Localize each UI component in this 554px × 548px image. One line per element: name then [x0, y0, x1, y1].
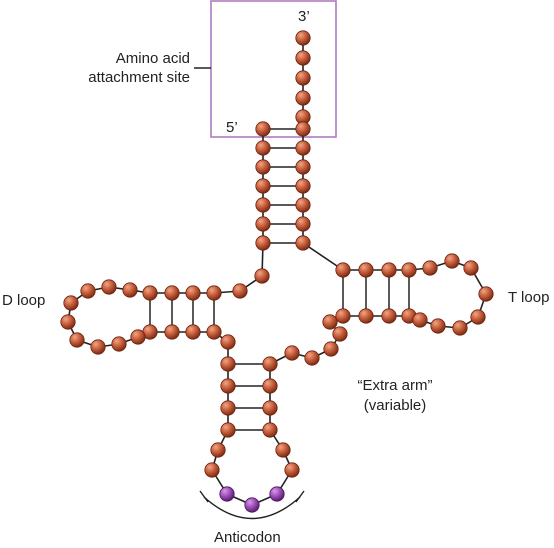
nucleotide [220, 422, 236, 438]
nucleotide [63, 295, 79, 311]
nucleotide [295, 159, 311, 175]
nucleotide [255, 121, 271, 137]
nucleotide [422, 260, 438, 276]
nucleotide [255, 159, 271, 175]
nucleotide [60, 314, 76, 330]
amino-acid-site-label-line2: attachment site [88, 69, 190, 86]
nucleotide [284, 345, 300, 361]
t-loop-label: T loop [508, 289, 550, 306]
nucleotide [206, 285, 222, 301]
nucleotide [295, 70, 311, 86]
nucleotide [101, 279, 117, 295]
nucleotide [204, 462, 220, 478]
nucleotide [444, 253, 460, 269]
amino-acid-site-box [210, 0, 337, 138]
nucleotide [185, 324, 201, 340]
nucleotide [206, 324, 222, 340]
nucleotide [80, 283, 96, 299]
extra-arm-label-line2: (variable) [363, 397, 427, 414]
nucleotide [255, 178, 271, 194]
nucleotide [255, 235, 271, 251]
nucleotide [164, 324, 180, 340]
nucleotide [335, 308, 351, 324]
anticodon-bracket [199, 490, 305, 520]
nucleotide [295, 140, 311, 156]
nucleotide [358, 262, 374, 278]
nucleotide [262, 400, 278, 416]
nucleotide [295, 30, 311, 46]
nucleotide [142, 285, 158, 301]
nucleotide [452, 320, 468, 336]
three-prime-label: 3’ [298, 8, 310, 25]
nucleotide [164, 285, 180, 301]
nucleotide [255, 216, 271, 232]
nucleotide [220, 334, 236, 350]
nucleotide [262, 356, 278, 372]
amino-acid-site-label-line1: Amino acid [115, 50, 190, 67]
nucleotide [122, 282, 138, 298]
nucleotide [304, 350, 320, 366]
nucleotide [381, 262, 397, 278]
nucleotide [255, 197, 271, 213]
nucleotide [322, 314, 338, 330]
nucleotide [262, 422, 278, 438]
anticodon-nucleotide [244, 497, 260, 513]
nucleotide [275, 442, 291, 458]
nucleotide [220, 378, 236, 394]
nucleotide [430, 318, 446, 334]
nucleotide [262, 378, 278, 394]
nucleotide [335, 262, 351, 278]
nucleotide [470, 309, 486, 325]
extra-arm-label-line1: “Extra arm” [357, 377, 433, 394]
anticodon-nucleotide [219, 486, 235, 502]
d-loop-label: D loop [2, 292, 46, 309]
nucleotide [358, 308, 374, 324]
nucleotide [185, 285, 201, 301]
nucleotide [295, 178, 311, 194]
anticodon-label: Anticodon [214, 529, 281, 546]
nucleotide [295, 235, 311, 251]
anticodon-nucleotide [269, 486, 285, 502]
nucleotide [90, 339, 106, 355]
nucleotides [60, 30, 494, 513]
nucleotide [69, 332, 85, 348]
nucleotide [220, 400, 236, 416]
nucleotide [401, 262, 417, 278]
nucleotide [295, 216, 311, 232]
nucleotide [381, 308, 397, 324]
nucleotide [111, 336, 127, 352]
nucleotide [295, 90, 311, 106]
nucleotide [412, 312, 428, 328]
nucleotide [255, 140, 271, 156]
base-pairs [149, 128, 410, 431]
nucleotide [295, 197, 311, 213]
nucleotide [210, 442, 226, 458]
five-prime-label: 5’ [226, 119, 238, 136]
nucleotide [295, 121, 311, 137]
nucleotide [220, 356, 236, 372]
nucleotide [323, 341, 339, 357]
nucleotide [130, 329, 146, 345]
nucleotide [463, 260, 479, 276]
nucleotide [332, 326, 348, 342]
nucleotide [295, 50, 311, 66]
nucleotide [254, 268, 270, 284]
nucleotide [478, 286, 494, 302]
nucleotide [284, 462, 300, 478]
nucleotide [232, 283, 248, 299]
